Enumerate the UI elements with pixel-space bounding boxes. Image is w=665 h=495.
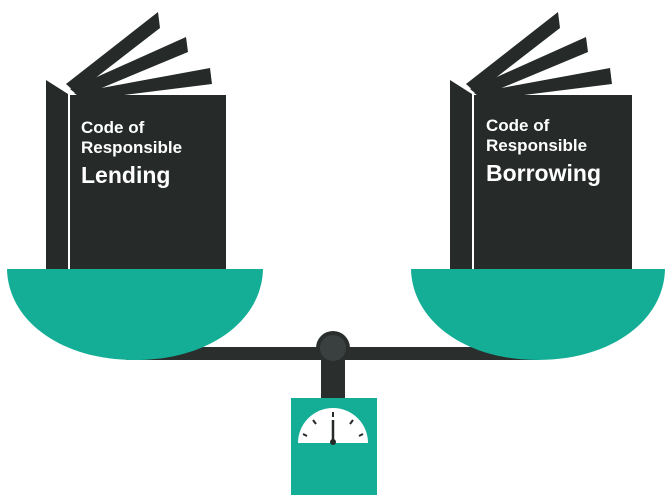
- left-book-page-3: [74, 68, 212, 100]
- right-scale-pan: [411, 269, 665, 360]
- scale-pivot-highlight: [320, 335, 346, 361]
- right-book-page-3: [474, 68, 612, 100]
- gauge-icon: [298, 408, 368, 445]
- right-book: [450, 12, 632, 278]
- right-book-page-2: [470, 37, 588, 97]
- left-book-cover: [70, 95, 226, 278]
- left-book: [46, 12, 226, 278]
- right-book-page-1: [466, 12, 560, 93]
- left-book-page-2: [70, 37, 188, 97]
- left-book-page-1: [66, 12, 160, 93]
- right-book-cover: [474, 95, 632, 278]
- left-scale-pan: [7, 269, 263, 360]
- left-book-spine: [46, 80, 68, 278]
- right-book-spine: [450, 80, 472, 278]
